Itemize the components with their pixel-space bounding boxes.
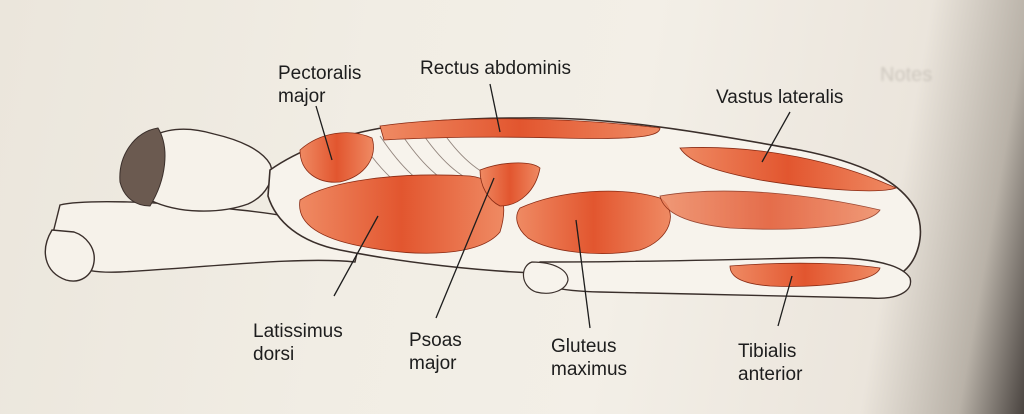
label-gluteus-maximus: Gluteus maximus bbox=[551, 335, 627, 381]
leader-rectus bbox=[489, 83, 501, 133]
pectoralis-major-muscle bbox=[299, 132, 374, 183]
leader-vastus bbox=[761, 111, 791, 163]
label-psoas-line2: major bbox=[409, 353, 457, 374]
label-latissimus-line2: dorsi bbox=[253, 344, 295, 365]
leader-gluteus bbox=[575, 219, 591, 329]
rectus-abdominis-muscle bbox=[379, 118, 661, 141]
leader-latissimus bbox=[333, 215, 379, 297]
hair bbox=[119, 127, 166, 207]
label-rectus-abdominis: Rectus abdominis bbox=[420, 58, 572, 79]
gluteus-maximus-muscle bbox=[516, 190, 671, 254]
thigh-muscle bbox=[659, 190, 881, 230]
leader-pectoralis bbox=[315, 105, 333, 161]
label-latissimus-dorsi: Latissimus dorsi bbox=[253, 320, 343, 366]
leader-lines bbox=[315, 83, 793, 329]
label-pectoralis-line1: Pectoralis bbox=[278, 63, 362, 84]
faded-notes-heading: Notes bbox=[880, 64, 933, 86]
label-tibialis-line1: Tibialis bbox=[738, 341, 797, 362]
foot-outline bbox=[522, 261, 569, 294]
latissimus-dorsi-muscle bbox=[299, 174, 504, 254]
label-gluteus-line1: Gluteus bbox=[551, 336, 617, 357]
label-psoas-major: Psoas major bbox=[409, 329, 462, 375]
hand-outline bbox=[44, 229, 95, 282]
label-pectoralis-line2: major bbox=[278, 86, 326, 107]
vastus-lateralis-muscle bbox=[679, 147, 898, 192]
psoas-major-muscle bbox=[479, 162, 541, 207]
label-tibialis-anterior: Tibialis anterior bbox=[738, 340, 802, 386]
leader-tibialis bbox=[777, 275, 793, 327]
label-latissimus-line1: Latissimus bbox=[253, 321, 343, 342]
label-gluteus-line2: maximus bbox=[551, 359, 628, 380]
label-tibialis-line2: anterior bbox=[738, 364, 803, 385]
tibialis-anterior-muscle bbox=[729, 262, 881, 287]
leader-psoas bbox=[435, 177, 495, 319]
label-pectoralis-major: Pectoralis major bbox=[278, 62, 361, 108]
label-vastus-lateralis: Vastus lateralis bbox=[716, 87, 844, 108]
label-psoas-line1: Psoas bbox=[409, 330, 462, 351]
